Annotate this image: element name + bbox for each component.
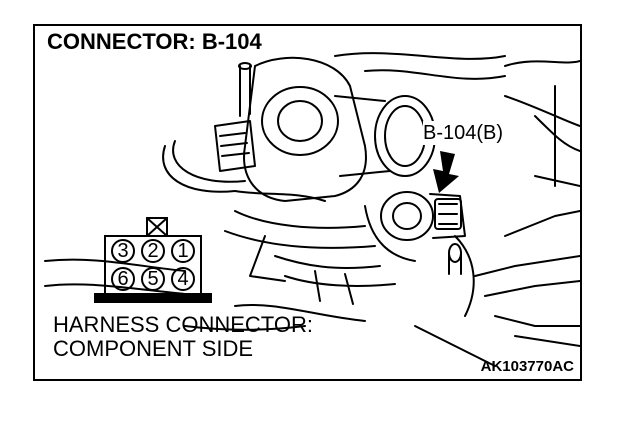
pin-2: 2 bbox=[147, 240, 159, 262]
pin-1: 1 bbox=[177, 240, 189, 262]
connector-title: CONNECTOR: B-104 bbox=[43, 29, 266, 55]
pin-6: 6 bbox=[117, 268, 129, 290]
diagram-frame: CONNECTOR: B-104 B-104(B) 3 2 1 6 5 4 HA… bbox=[33, 24, 582, 381]
engine-illustration bbox=[44, 52, 580, 367]
pin-3: 3 bbox=[117, 240, 129, 262]
connector-callout-label: B-104(B) bbox=[423, 121, 504, 145]
figure-id: AK103770AC bbox=[480, 358, 574, 375]
pin-4: 4 bbox=[177, 268, 189, 290]
harness-connector-label: HARNESS CONNECTOR: COMPONENT SIDE bbox=[53, 313, 313, 361]
harness-label-line2: COMPONENT SIDE bbox=[53, 336, 254, 361]
harness-label-line1: HARNESS CONNECTOR: bbox=[53, 312, 313, 337]
pin-5: 5 bbox=[147, 268, 159, 290]
